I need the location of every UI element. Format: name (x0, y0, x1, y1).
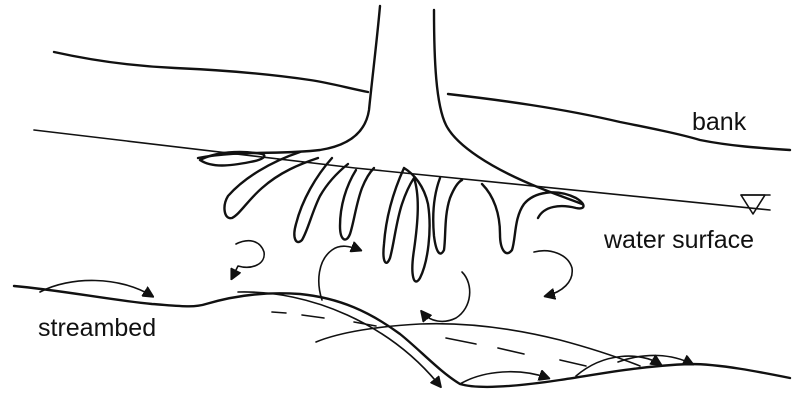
eddy-arrow-2 (319, 246, 360, 300)
tree-trunk-left (198, 6, 380, 158)
eddy-arrows (232, 241, 572, 322)
streambed-dune-line (316, 324, 640, 366)
water-surface-label: water surface (604, 228, 754, 253)
root-6 (433, 178, 462, 254)
root-4 (340, 168, 374, 240)
eddy-arrow-1 (232, 241, 264, 278)
water-level-triangle-icon (741, 195, 770, 214)
bank-label: bank (692, 110, 746, 135)
root-7 (482, 184, 584, 253)
bed-flow-arrow-3 (460, 372, 548, 384)
eddy-arrow-3 (422, 272, 470, 321)
eddy-arrow-4 (534, 251, 572, 296)
bed-flow-arrow-1 (40, 280, 152, 296)
bank-line (54, 52, 790, 150)
bed-flow-arrow-2 (238, 292, 440, 386)
tree-trunk-right (434, 10, 582, 204)
root-2 (225, 152, 318, 218)
root-5 (383, 168, 429, 282)
flow-dashes (272, 312, 586, 366)
streambed-label: streambed (38, 316, 156, 341)
